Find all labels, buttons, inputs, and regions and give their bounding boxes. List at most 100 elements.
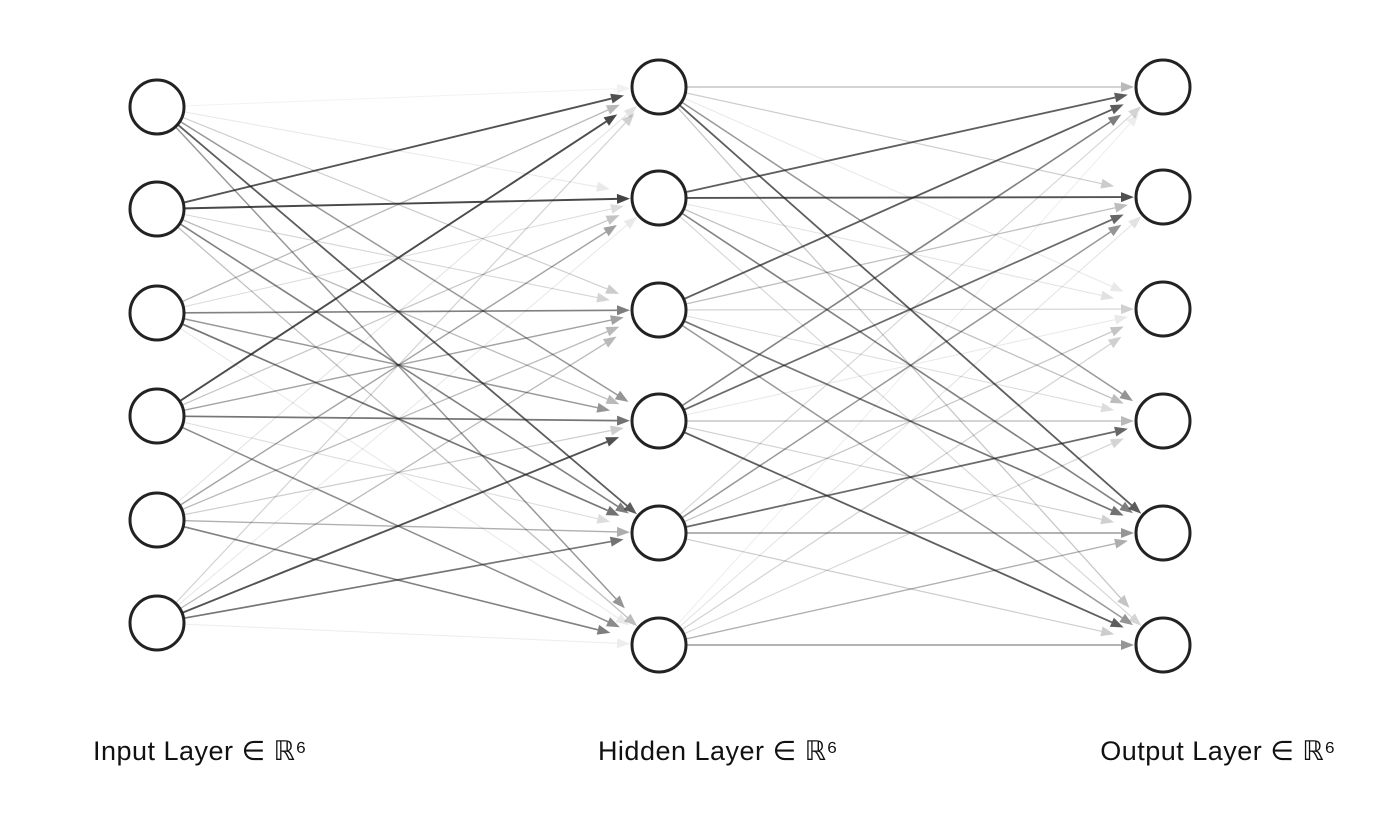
edge-hidden1-output2 [686,92,1102,185]
arrowhead-icon [1109,438,1124,449]
arrowhead-icon [1114,202,1128,213]
edge-input2-hidden6 [177,226,628,618]
arrowhead-icon [1100,626,1115,637]
arrowhead-icon [596,181,610,192]
arrowhead-icon [605,215,620,225]
edge-hidden4-output5 [686,426,1102,520]
arrowhead-icon [605,284,620,294]
edge-input5-hidden1 [177,113,628,503]
edge-hidden5-output2 [681,231,1112,519]
hidden-layer-label: Hidden Layer ∈ ℝ⁶ [597,736,839,766]
arrowhead-icon [610,315,624,325]
edge-input3-hidden1 [182,109,609,303]
arrowhead-icon [1109,326,1124,337]
edge-input4-hidden3 [184,319,612,411]
edge-hidden3-output2 [686,207,1116,305]
input-node-2 [128,180,186,238]
edge-input4-hidden2 [182,219,608,406]
edge-input6-hidden4 [182,441,608,614]
arrowhead-icon [1107,224,1122,237]
arrowhead-icon [1114,92,1128,103]
edge-hidden3-output6 [681,324,1123,619]
edge-hidden3-output3 [686,308,1122,311]
edge-input5-hidden4 [184,429,612,516]
edge-input1-hidden2 [184,111,598,188]
arrowhead-icon [616,193,630,204]
output-node-4 [1134,392,1192,450]
arrowhead-icon [1128,216,1142,229]
arrowhead-icon [1117,594,1130,608]
arrowhead-icon [605,326,620,337]
arrowhead-icon [610,425,624,436]
edge-hidden2-output3 [686,203,1102,296]
arrowhead-icon [609,536,624,547]
arrowhead-icon [1128,613,1142,626]
arrowhead-icon [1119,613,1133,626]
arrowhead-icon [605,394,620,405]
edge-hidden5-output4 [686,430,1116,528]
edge-input4-hidden1 [179,120,607,402]
arrowheads-layer [596,82,1142,650]
output-node-5 [1134,504,1192,562]
arrowhead-icon [605,437,620,447]
edge-hidden6-output3 [681,343,1111,630]
arrowhead-icon [623,502,637,515]
arrowhead-icon [1126,113,1139,127]
hidden-node-5 [630,504,688,562]
arrowhead-icon [1119,389,1133,402]
input-layer-label: Input Layer ∈ ℝ⁶ [92,736,308,766]
arrowhead-icon [603,114,618,126]
edge-input3-hidden6 [180,327,619,619]
input-node-5 [128,491,186,549]
hidden-node-6 [630,616,688,674]
arrowhead-icon [615,613,629,626]
edge-hidden6-output4 [684,443,1113,635]
edge-input3-hidden3 [184,309,618,314]
edge-hidden6-output5 [686,542,1116,640]
arrowhead-icon [610,93,624,104]
arrowhead-icon [596,402,611,413]
arrowhead-icon [605,505,620,516]
arrowhead-icon [621,113,635,127]
arrowhead-icon [596,513,611,524]
edge-hidden3-output4 [686,315,1102,408]
input-node-4 [128,387,186,445]
arrowhead-icon [1121,82,1134,92]
input-node-3 [128,284,186,342]
edge-hidden2-output5 [681,212,1123,507]
arrowhead-icon [1100,290,1115,301]
edge-hidden5-output6 [686,538,1102,632]
arrowhead-icon [596,624,611,635]
edge-input6-hidden2 [178,224,628,606]
arrowhead-icon [1107,336,1122,349]
arrowhead-icon [1121,416,1134,426]
edge-hidden6-output1 [677,123,1131,625]
output-node-3 [1134,280,1192,338]
edge-hidden1-output5 [679,104,1133,506]
hidden-node-1 [630,58,688,116]
arrowhead-icon [1121,304,1134,315]
edge-hidden3-output5 [684,320,1113,512]
edge-input2-hidden2 [184,197,618,210]
arrowhead-icon [1109,104,1124,115]
edge-input4-hidden4 [184,415,618,422]
edge-input5-hidden2 [180,231,607,506]
edge-input6-hidden5 [184,540,611,619]
edge-hidden1-output3 [684,97,1113,287]
edge-hidden4-output2 [684,218,1113,411]
edge-hidden3-output1 [684,108,1113,300]
edge-hidden4-output1 [681,121,1111,407]
arrowhead-icon [1114,314,1128,325]
arrowhead-icon [1109,393,1124,404]
arrowhead-icon [1128,501,1142,514]
hidden-node-3 [630,281,688,339]
arrowhead-icon [1109,505,1124,516]
edge-input3-hidden4 [184,318,598,409]
edge-hidden5-output1 [679,114,1132,515]
edge-input6-hidden1 [175,122,626,603]
output-node-2 [1134,168,1192,226]
edge-hidden6-output2 [679,224,1132,627]
edge-input3-hidden5 [182,323,609,512]
